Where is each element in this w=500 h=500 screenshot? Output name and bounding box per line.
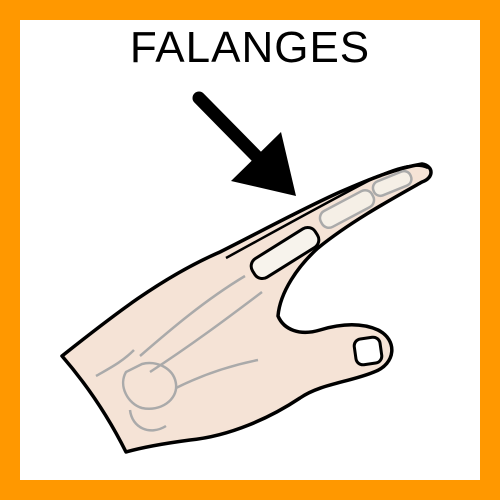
middle-phalanx [318, 189, 376, 229]
thumbnail [352, 335, 384, 367]
metacarpal-bone [139, 274, 246, 357]
hand-bones [95, 274, 263, 432]
carpal-bones [121, 361, 178, 411]
arrow-down-right-icon [192, 91, 296, 196]
finger-outline [291, 165, 409, 217]
phalanges [249, 169, 413, 281]
carpal-bones [128, 409, 167, 432]
metacarpal-bone [149, 291, 263, 374]
thumb-bone [175, 358, 259, 390]
proximal-phalanx [249, 225, 321, 281]
distal-phalanx [371, 169, 413, 198]
finger-outline [225, 164, 429, 260]
pictogram-title: FALANGES [129, 23, 371, 72]
metacarpal-bone [95, 349, 135, 378]
hand-shape [60, 162, 433, 454]
